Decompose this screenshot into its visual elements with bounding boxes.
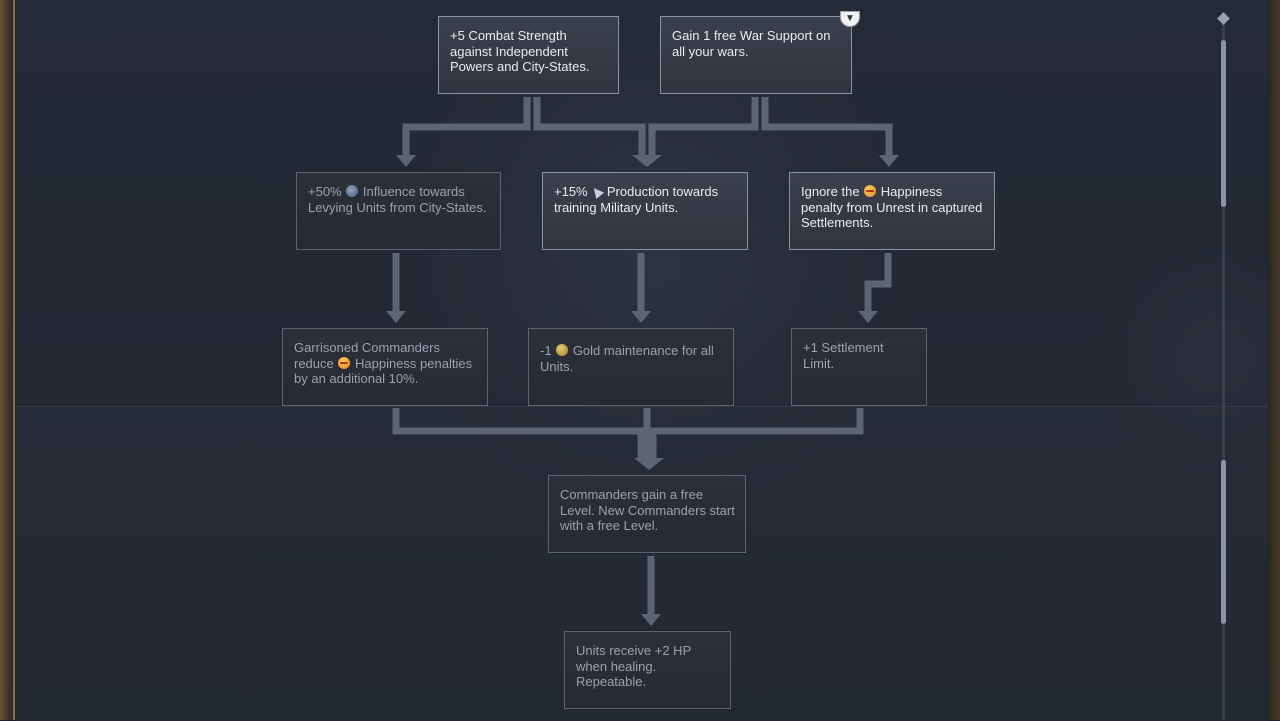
tree-node-healing-hp[interactable]: Units receive +2 HP when healing. Repeat… [564, 631, 731, 709]
connector-n1-n3 [402, 97, 531, 158]
tree-node-gold-maintenance[interactable]: -1 Gold maintenance for all Units. [528, 328, 734, 406]
node-text: Gain 1 free War Support on all your wars… [672, 28, 831, 59]
node-text: Production towards training Military Uni… [554, 184, 719, 215]
chevron-down-icon: ▼ [845, 13, 855, 24]
scrollbar-thumb-upper[interactable] [1221, 40, 1226, 207]
connector-n5-n8 [864, 253, 892, 314]
node-text: +5 Combat Strength against Independent P… [450, 28, 590, 74]
node-text: Commanders gain a free Level. New Comman… [560, 487, 735, 533]
tree-node-war-support[interactable]: Gain 1 free War Support on all your wars… [660, 16, 852, 94]
gold-icon [556, 344, 569, 356]
connector-n8-n9 [649, 408, 864, 461]
node-text-value: +15% [554, 184, 588, 199]
right-map-edge [1268, 0, 1280, 720]
node-text: Gold maintenance for all Units. [540, 343, 714, 374]
arrowhead-n8 [858, 311, 878, 323]
arrowhead-n3 [396, 155, 416, 167]
scrollbar-thumb-lower[interactable] [1221, 460, 1226, 624]
happiness-icon [864, 185, 877, 197]
happiness-icon [338, 356, 351, 369]
arrowhead-n6 [386, 311, 406, 323]
connector-n2-n5 [761, 97, 893, 158]
tree-node-garrisoned-commanders[interactable]: Garrisoned Commanders reduce Happiness p… [282, 328, 488, 406]
scrollbar-track[interactable] [1222, 14, 1225, 720]
tree-node-influence-levy[interactable]: +50% Influence towards Levying Units fro… [296, 172, 501, 250]
connector-n1-n4 [533, 97, 646, 158]
node-text-value: +50% [308, 184, 342, 199]
arrowhead-n5 [879, 155, 899, 167]
arrowhead-n4 [632, 155, 662, 167]
tree-node-commander-level[interactable]: Commanders gain a free Level. New Comman… [548, 475, 746, 553]
node-text: Units receive +2 HP when healing. Repeat… [576, 643, 692, 689]
node-text-lead: Garrisoned Commanders reduce [294, 340, 440, 371]
node-badge: ▼ [840, 11, 860, 27]
node-text: Influence towards Levying Units from Cit… [308, 184, 487, 215]
node-text: +1 Settlement Limit. [803, 340, 884, 371]
connector-n6-n9 [392, 408, 645, 461]
node-text: Happiness penalties by an additional 10%… [294, 355, 473, 387]
tree-node-settlement-limit[interactable]: +1 Settlement Limit. [791, 328, 927, 406]
tree-node-unrest-happiness[interactable]: Ignore the Happiness penalty from Unrest… [789, 172, 995, 250]
influence-icon [346, 185, 359, 197]
tree-node-military-production[interactable]: +15% Production towards training Militar… [542, 172, 748, 250]
tree-node-combat-strength[interactable]: +5 Combat Strength against Independent P… [438, 16, 619, 94]
left-map-edge [0, 0, 15, 720]
production-icon [590, 184, 605, 200]
arrowhead-n7 [631, 311, 651, 323]
node-text: Happiness penalty from Unrest in capture… [801, 184, 983, 230]
node-text-value: -1 [540, 343, 552, 358]
node-text-lead: Ignore the [801, 184, 860, 199]
arrowhead-n10 [641, 614, 661, 626]
arrowhead-n9 [634, 458, 664, 470]
connector-n2-n4 [648, 97, 759, 158]
